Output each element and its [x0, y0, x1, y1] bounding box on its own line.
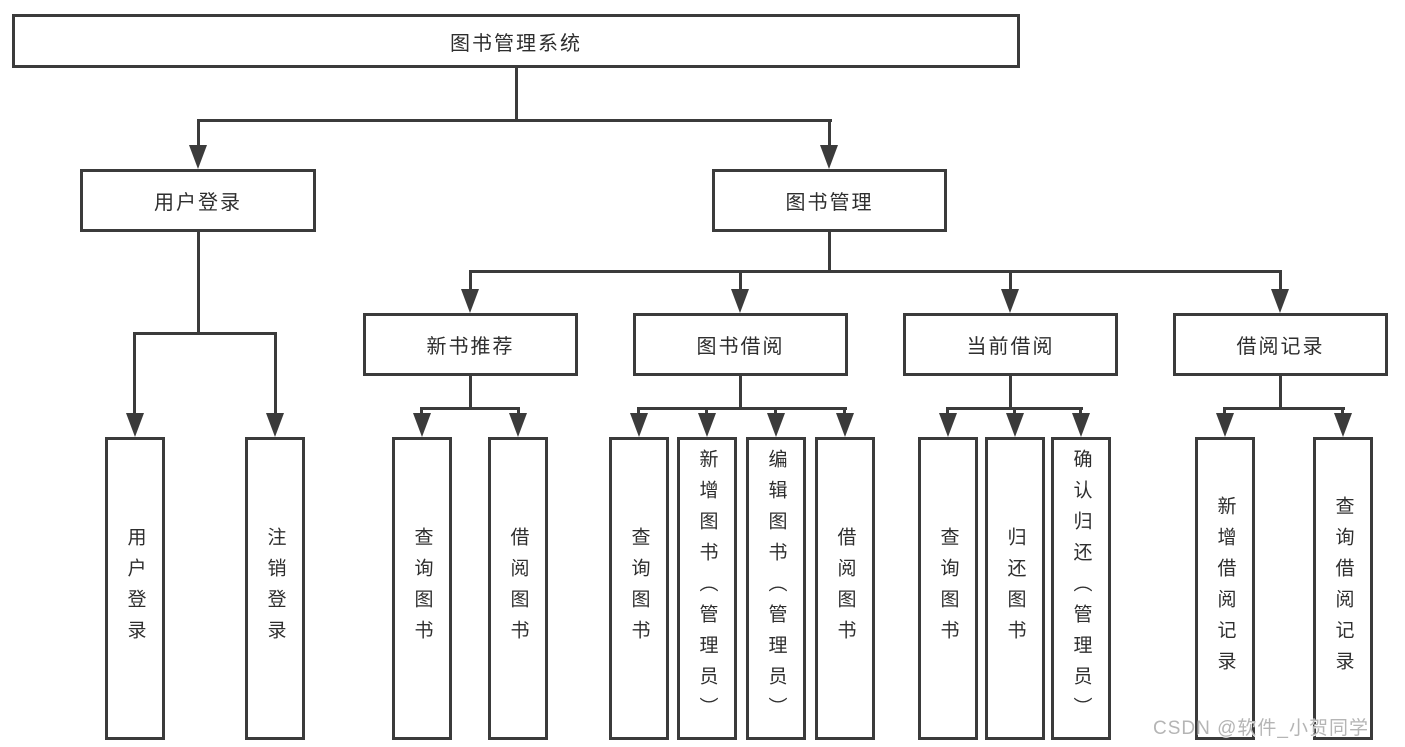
leaf-records-query-record-label: 查询借阅记录	[1332, 495, 1354, 682]
node-borrowing-records-label: 借阅记录	[1236, 336, 1325, 358]
connector-line	[739, 376, 742, 410]
leaf-user-login-label: 用户登录	[124, 526, 146, 651]
connector-line	[1009, 376, 1012, 410]
node-root-label: 图书管理系统	[450, 32, 582, 55]
connector-line	[469, 270, 1281, 273]
connector-line	[843, 407, 846, 416]
arrowhead-down	[189, 145, 207, 169]
connector-line	[515, 68, 518, 122]
connector-line	[1009, 270, 1012, 291]
leaf-borrowing-add-books-admin-label: 新增图书（管理员）	[696, 449, 718, 728]
connector-line	[739, 270, 742, 291]
node-book-borrowing-label: 图书借阅	[696, 336, 785, 358]
connector-line	[1341, 407, 1344, 416]
node-root: 图书管理系统	[12, 14, 1020, 68]
leaf-current-confirm-return-admin: 确认归还（管理员）	[1051, 437, 1111, 740]
connector-line	[469, 270, 472, 291]
leaf-records-add-record: 新增借阅记录	[1195, 437, 1255, 740]
connector-line	[197, 232, 200, 335]
leaf-current-return-books: 归还图书	[985, 437, 1045, 740]
arrowhead-down	[1072, 413, 1090, 437]
leaf-recommend-borrow-books: 借阅图书	[488, 437, 548, 740]
arrowhead-down	[266, 413, 284, 437]
leaf-borrowing-add-books-admin: 新增图书（管理员）	[677, 437, 737, 740]
node-current-borrowing-label: 当前借阅	[966, 336, 1055, 358]
leaf-recommend-borrow-books-label: 借阅图书	[507, 526, 529, 651]
connector-line	[828, 232, 831, 273]
connector-line	[197, 119, 200, 147]
arrowhead-down	[461, 289, 479, 313]
connector-line	[420, 407, 423, 416]
node-borrowing-records: 借阅记录	[1173, 313, 1388, 376]
leaf-logout-login-label: 注销登录	[264, 526, 286, 651]
arrowhead-down	[1334, 413, 1352, 437]
leaf-current-return-books-label: 归还图书	[1004, 526, 1026, 651]
arrowhead-down	[939, 413, 957, 437]
connector-line	[946, 407, 949, 416]
connector-line	[637, 407, 640, 416]
connector-line	[774, 407, 777, 416]
leaf-recommend-query-books-label: 查询图书	[411, 526, 433, 651]
connector-line	[1279, 376, 1282, 410]
leaf-current-query-books: 查询图书	[918, 437, 978, 740]
arrowhead-down	[1006, 413, 1024, 437]
arrowhead-down	[836, 413, 854, 437]
leaf-borrowing-edit-books-admin: 编辑图书（管理员）	[746, 437, 806, 740]
node-new-book-recommend: 新书推荐	[363, 313, 578, 376]
arrowhead-down	[820, 145, 838, 169]
leaf-current-query-books-label: 查询图书	[937, 526, 959, 651]
leaf-recommend-query-books: 查询图书	[392, 437, 452, 740]
arrowhead-down	[126, 413, 144, 437]
node-user-login-label: 用户登录	[154, 192, 242, 214]
connector-line	[133, 332, 136, 416]
arrowhead-down	[731, 289, 749, 313]
connector-line	[469, 376, 472, 410]
leaf-current-confirm-return-admin-label: 确认归还（管理员）	[1070, 449, 1092, 728]
connector-line	[274, 332, 277, 416]
node-user-login: 用户登录	[80, 169, 316, 232]
connector-line	[1013, 407, 1016, 416]
connector-line	[517, 407, 520, 416]
node-book-management-label: 图书管理	[785, 192, 874, 214]
connector-line	[1079, 407, 1082, 416]
connector-line	[197, 119, 832, 122]
leaf-logout-login: 注销登录	[245, 437, 305, 740]
leaf-borrowing-query-books-label: 查询图书	[628, 526, 650, 651]
leaf-borrowing-borrow-books: 借阅图书	[815, 437, 875, 740]
leaf-borrowing-borrow-books-label: 借阅图书	[834, 526, 856, 651]
connector-line	[133, 332, 277, 335]
csdn-watermark: CSDN @软件_小贺同学	[1153, 718, 1369, 739]
leaf-borrowing-edit-books-admin-label: 编辑图书（管理员）	[765, 449, 787, 728]
arrowhead-down	[1271, 289, 1289, 313]
connector-line	[828, 119, 831, 147]
connector-line	[637, 407, 847, 410]
arrowhead-down	[630, 413, 648, 437]
arrowhead-down	[1216, 413, 1234, 437]
connector-line	[1279, 270, 1282, 291]
node-current-borrowing: 当前借阅	[903, 313, 1118, 376]
node-new-book-recommend-label: 新书推荐	[426, 336, 515, 358]
arrowhead-down	[767, 413, 785, 437]
node-book-management: 图书管理	[712, 169, 947, 232]
leaf-borrowing-query-books: 查询图书	[609, 437, 669, 740]
arrowhead-down	[1001, 289, 1019, 313]
arrowhead-down	[413, 413, 431, 437]
connector-line	[705, 407, 708, 416]
connector-line	[1223, 407, 1345, 410]
arrowhead-down	[698, 413, 716, 437]
leaf-records-add-record-label: 新增借阅记录	[1214, 495, 1236, 682]
leaf-records-query-record: 查询借阅记录	[1313, 437, 1373, 740]
connector-line	[1223, 407, 1226, 416]
connector-line	[420, 407, 520, 410]
arrowhead-down	[509, 413, 527, 437]
node-book-borrowing: 图书借阅	[633, 313, 848, 376]
leaf-user-login: 用户登录	[105, 437, 165, 740]
